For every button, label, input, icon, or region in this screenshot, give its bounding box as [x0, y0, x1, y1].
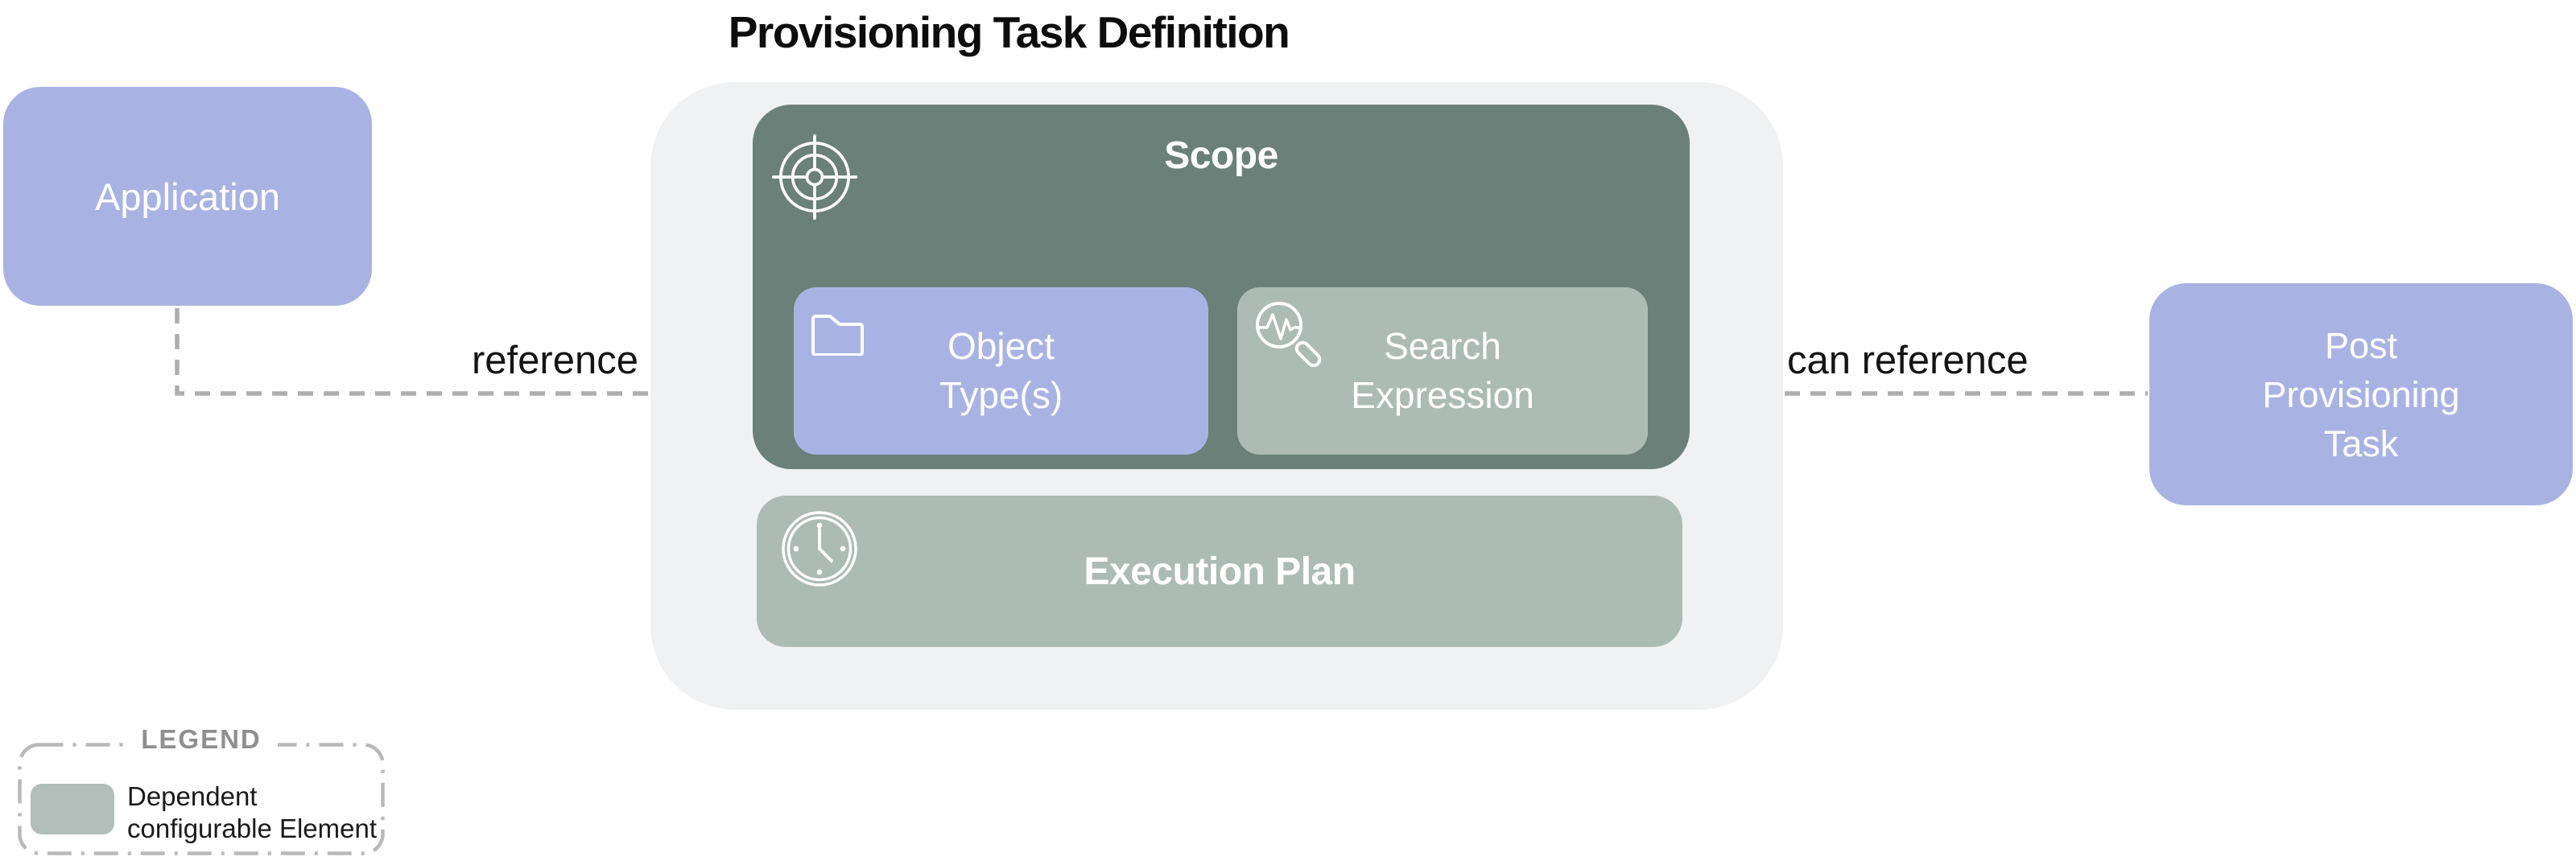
- connector-application-reference: [175, 308, 649, 396]
- node-search-expression: Search Expression: [1237, 287, 1648, 455]
- folder-icon: [811, 315, 864, 356]
- node-scope: Scope Object Type(s) Search Expression: [753, 105, 1690, 469]
- node-application: Application: [3, 87, 372, 306]
- provisioning-task-container: Scope Object Type(s) Search Expression: [650, 82, 1783, 710]
- node-application-label: Application: [95, 175, 280, 218]
- legend-item-label: Dependent configurable Element: [127, 781, 378, 843]
- node-execution-plan-label: Execution Plan: [1084, 550, 1356, 593]
- node-execution-plan: Execution Plan: [757, 496, 1682, 647]
- edge-label-reference: reference: [471, 339, 638, 382]
- node-object-types-label: Object Type(s): [939, 325, 1063, 416]
- clock-icon: [782, 511, 857, 587]
- node-post-provisioning-task-label: Post Provisioning Task: [2262, 324, 2460, 464]
- search-pulse-icon: [1256, 302, 1322, 368]
- legend-title: LEGEND: [125, 724, 278, 755]
- node-scope-label: Scope: [1164, 134, 1278, 177]
- node-post-provisioning-task: Post Provisioning Task: [2149, 283, 2573, 505]
- legend: LEGEND Dependent configurable Element: [18, 723, 385, 861]
- page-title: Provisioning Task Definition: [728, 7, 1290, 57]
- edge-label-can-reference: can reference: [1787, 339, 2029, 382]
- node-object-types: Object Type(s): [794, 287, 1208, 455]
- legend-swatch: [31, 784, 114, 834]
- target-icon: [771, 134, 858, 220]
- node-search-expression-label: Search Expression: [1351, 325, 1534, 416]
